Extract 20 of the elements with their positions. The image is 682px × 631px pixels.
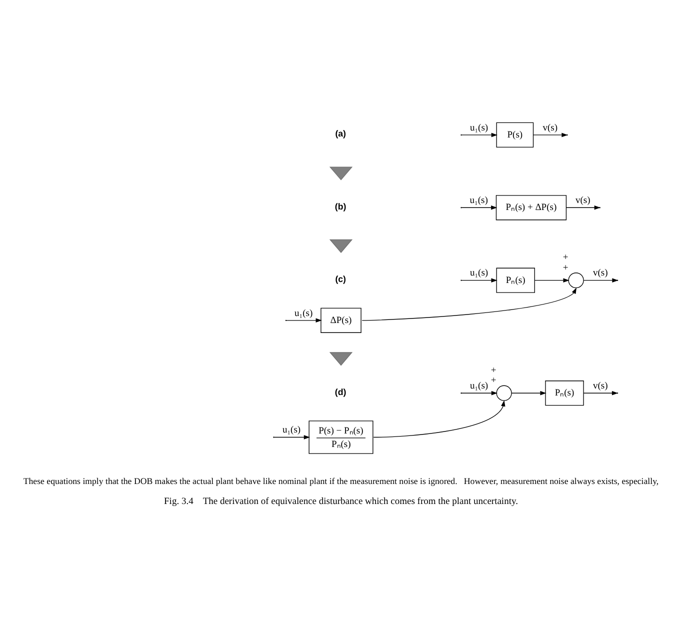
label: These equations imply that the DOB makes the actual plant behave like nominal plant if the measurement noise is ignored. However, measurement noise always exists, especially, — [23, 475, 659, 486]
edge-label: v(s) — [593, 268, 608, 278]
node-label: + — [562, 252, 568, 263]
label: (a) — [335, 128, 346, 138]
caption: Fig. 3.4 The derivation of equivalence disturbance which comes from the plant uncertainty. — [164, 496, 518, 506]
edge-label: u₁(s) — [470, 380, 488, 391]
edge-label: u₁(s) — [470, 268, 488, 278]
label: (c) — [335, 273, 346, 284]
edge-label: v(s) — [542, 122, 558, 133]
edge-label: u₁(s) — [294, 308, 313, 318]
edge-label: v(s) — [593, 380, 608, 391]
node-label: + — [490, 365, 496, 376]
node-label: + — [490, 376, 496, 386]
label: (b) — [334, 200, 346, 211]
node-label: + — [562, 262, 568, 273]
edge-label: u₁(s) — [470, 122, 488, 133]
edge-label: v(s) — [576, 196, 590, 206]
label: (d) — [334, 386, 346, 396]
edge-label: u₁(s) — [282, 425, 301, 436]
edge-label: u₁(s) — [470, 196, 488, 206]
